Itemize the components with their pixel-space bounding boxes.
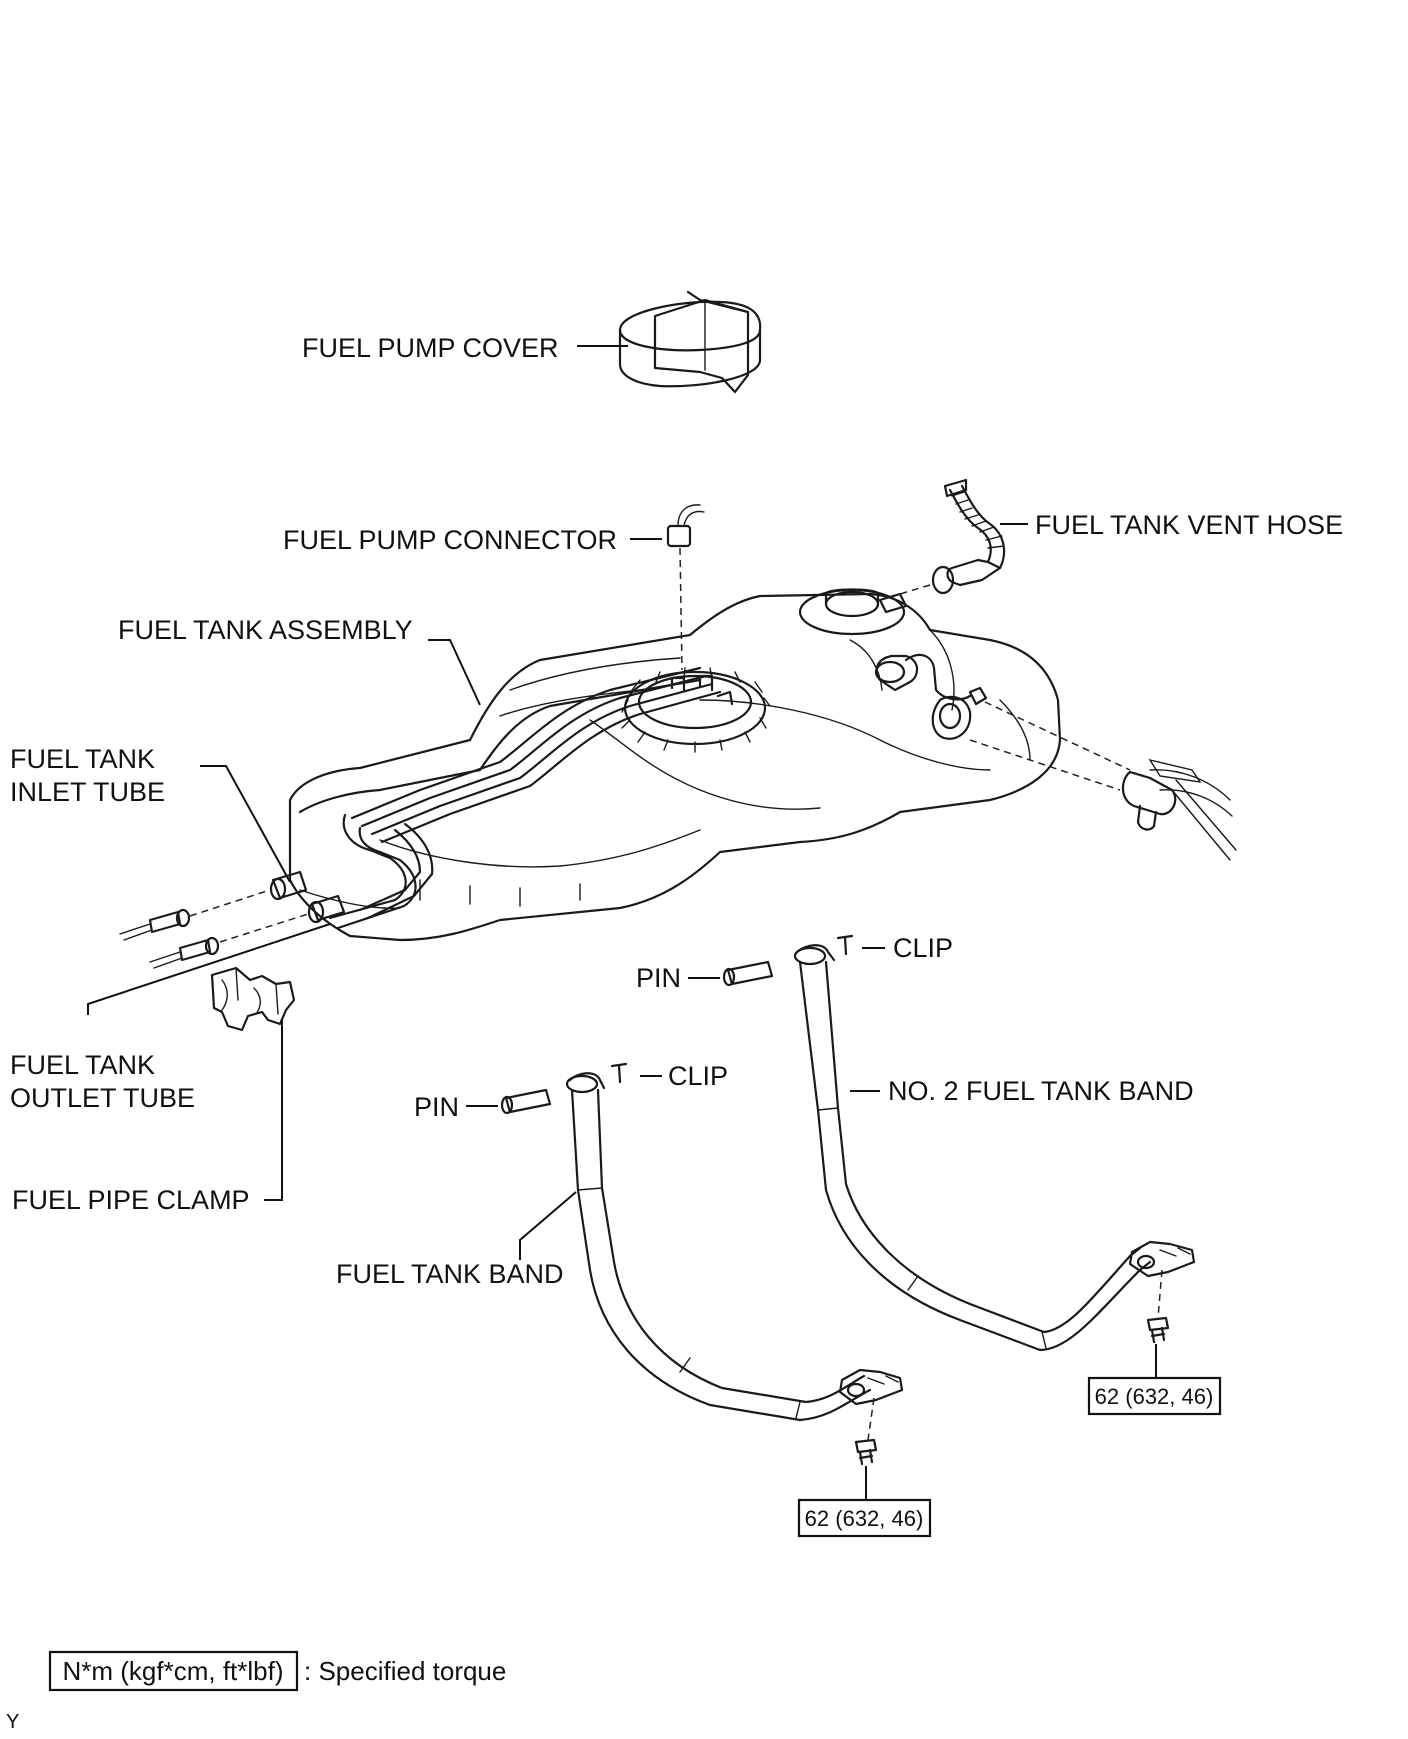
dashline-right-upper [984, 701, 1131, 771]
label-fuel-pump-connector: FUEL PUMP CONNECTOR [283, 525, 617, 555]
label-clip-lower: CLIP [668, 1061, 728, 1091]
clip-lower-part [610, 1062, 628, 1084]
dashline-connector [679, 547, 683, 671]
leader-fuel-tank-inlet-tube [200, 765, 291, 883]
label-fuel-tank-inlet-tube-line2: INLET TUBE [10, 777, 165, 807]
fuel-tank-vent-hose-part [931, 478, 1006, 595]
dashline-inlet [189, 889, 271, 917]
body-side-pipe-bracket [1121, 758, 1237, 861]
dashline-no2-bolt [1157, 1269, 1163, 1319]
leader-fuel-tank-band [519, 1191, 577, 1260]
label-fuel-tank-vent-hose: FUEL TANK VENT HOSE [1035, 510, 1343, 540]
clip-upper-part [836, 934, 854, 956]
corner-mark: Y [6, 1711, 19, 1733]
label-pin-upper: PIN [636, 963, 681, 993]
leader-fuel-tank-outlet-tube [87, 923, 331, 1015]
torque-value-no2-band: 62 (632, 46) [1095, 1384, 1214, 1409]
dashline-vent [879, 584, 931, 601]
label-no2-fuel-tank-band: NO. 2 FUEL TANK BAND [888, 1076, 1194, 1106]
legend-unit-text: N*m (kgf*cm, ft*lbf) [62, 1656, 283, 1686]
fuel-pump-connector-part [666, 504, 705, 548]
fuel-pump-cover-part [618, 290, 762, 394]
outlet-tube-connector-left [149, 936, 220, 969]
pin-lower-part [500, 1088, 552, 1115]
legend-unit-box [48, 1650, 299, 1692]
outlet-tube-fitting [307, 894, 346, 924]
fuel-tank-band-part [565, 1072, 904, 1422]
legend-description: : Specified torque [304, 1656, 506, 1686]
label-fuel-tank-outlet-tube-line2: OUTLET TUBE [10, 1083, 195, 1113]
torque-box-no2-band [1087, 1376, 1222, 1416]
label-fuel-tank-inlet-tube-line1: FUEL TANK [10, 744, 155, 774]
label-pin-lower: PIN [414, 1092, 459, 1122]
fuel-tank-body [288, 588, 1062, 942]
label-fuel-pump-cover: FUEL PUMP COVER [302, 333, 559, 363]
label-clip-upper: CLIP [893, 933, 953, 963]
dashline-band-bolt [867, 1397, 875, 1441]
band-bolt-part [854, 1438, 878, 1466]
dashline-outlet [219, 913, 309, 943]
leader-fuel-pipe-clamp [264, 1020, 283, 1201]
inlet-tube-connector-left [119, 908, 191, 941]
pin-upper-part [722, 960, 774, 987]
legend: N*m (kgf*cm, ft*lbf) : Specified torque [48, 1650, 506, 1692]
fuel-pipe-clamp-part [210, 966, 296, 1032]
dashline-right-lower [969, 739, 1121, 791]
no2-fuel-tank-band-part [793, 944, 1196, 1352]
label-fuel-tank-assembly: FUEL TANK ASSEMBLY [118, 615, 413, 645]
inlet-tube-fitting [269, 870, 308, 901]
torque-box-band [797, 1498, 932, 1538]
label-fuel-tank-outlet-tube-line1: FUEL TANK [10, 1050, 155, 1080]
label-fuel-tank-band: FUEL TANK BAND [336, 1259, 564, 1289]
torque-value-band: 62 (632, 46) [805, 1506, 924, 1531]
label-fuel-pipe-clamp: FUEL PIPE CLAMP [12, 1185, 250, 1215]
leader-fuel-tank-assembly [428, 639, 481, 706]
no2-band-bolt-part [1146, 1316, 1170, 1344]
